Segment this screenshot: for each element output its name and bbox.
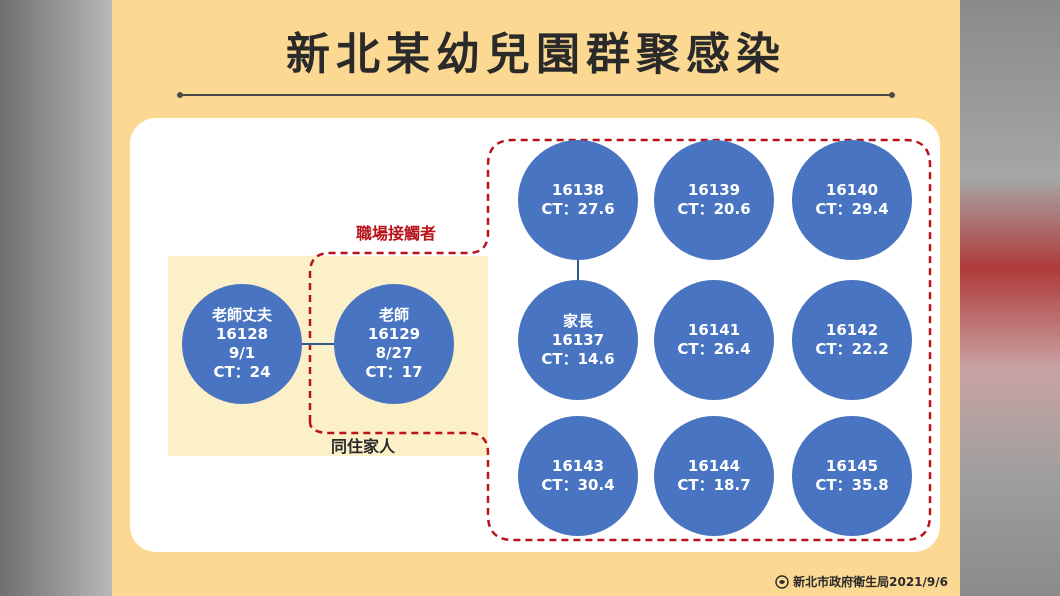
household-label: 同住家人 xyxy=(330,437,395,456)
case-ct: CT：18.7 xyxy=(677,476,751,494)
case-node-16145: 16145 CT：35.8 xyxy=(792,416,912,536)
case-node-16141: 16141 CT：26.4 xyxy=(654,280,774,400)
case-ct: CT：26.4 xyxy=(677,340,751,358)
case-role: 老師丈夫 xyxy=(211,306,272,324)
case-ct: CT：17 xyxy=(365,363,423,381)
infographic-poster: 新北某幼兒園群聚感染 同住家人 職場接觸者 老師丈夫 16128 9/1 CT：… xyxy=(112,0,960,596)
case-id: 16128 xyxy=(215,325,269,343)
case-role: 老師 xyxy=(378,306,409,324)
case-role: 家長 xyxy=(562,311,593,330)
case-ct: CT：29.4 xyxy=(815,200,889,218)
workplace-contacts-label: 職場接觸者 xyxy=(356,224,437,243)
case-node-16128: 老師丈夫 16128 9/1 CT：24 xyxy=(182,284,302,404)
source-credit-text: 新北市政府衛生局2021/9/6 xyxy=(793,575,948,589)
case-ct: CT：35.8 xyxy=(815,476,889,494)
case-id: 16138 xyxy=(551,181,605,199)
case-id: 16142 xyxy=(825,321,879,339)
case-id: 16139 xyxy=(687,181,741,199)
case-id: 16144 xyxy=(687,457,741,475)
case-id: 16129 xyxy=(367,325,421,343)
poster-title: 新北某幼兒園群聚感染 xyxy=(286,29,786,80)
case-id: 16143 xyxy=(551,457,605,475)
case-node-16138: 16138 CT：27.6 xyxy=(518,140,638,260)
case-id: 16141 xyxy=(687,321,741,339)
case-node-16142: 16142 CT：22.2 xyxy=(792,280,912,400)
case-node-16144: 16144 CT：18.7 xyxy=(654,416,774,536)
case-date: 9/1 xyxy=(228,344,256,362)
case-node-16129: 老師 16129 8/27 CT：17 xyxy=(334,284,454,404)
seal-icon xyxy=(775,574,789,589)
diagram-card: 同住家人 職場接觸者 老師丈夫 16128 9/1 CT：24 老師 16129… xyxy=(130,118,940,552)
case-node-16137: 家長 16137 CT：14.6 xyxy=(518,280,638,400)
case-ct: CT：20.6 xyxy=(677,200,751,218)
background-right xyxy=(960,0,1060,596)
case-ct: CT：27.6 xyxy=(541,200,615,218)
case-ct: CT：14.6 xyxy=(541,349,615,368)
case-ct: CT：30.4 xyxy=(541,476,615,494)
case-id: 16137 xyxy=(551,330,605,349)
source-credit: 新北市政府衛生局2021/9/6 xyxy=(775,573,948,590)
title-underline xyxy=(177,92,895,98)
case-id: 16145 xyxy=(825,457,879,475)
case-node-16140: 16140 CT：29.4 xyxy=(792,140,912,260)
case-ct: CT：24 xyxy=(213,363,271,381)
case-ct: CT：22.2 xyxy=(815,340,889,358)
case-id: 16140 xyxy=(825,181,879,199)
case-node-16143: 16143 CT：30.4 xyxy=(518,416,638,536)
case-node-16139: 16139 CT：20.6 xyxy=(654,140,774,260)
background-left xyxy=(0,0,112,596)
workplace-contacts-boundary xyxy=(308,138,932,542)
case-date: 8/27 xyxy=(375,344,413,362)
